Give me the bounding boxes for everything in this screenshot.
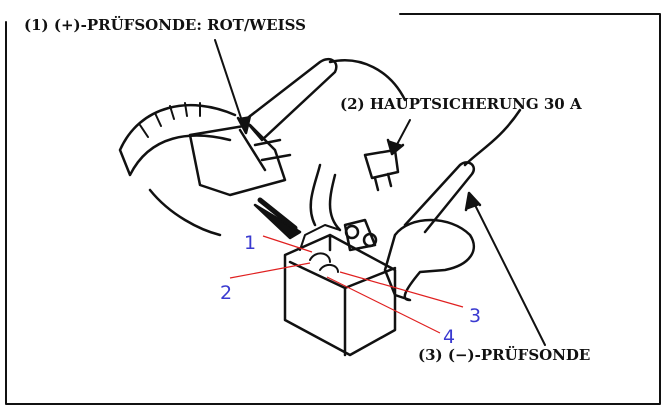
frame xyxy=(5,13,661,405)
plus-probe xyxy=(243,57,407,142)
starter-relay xyxy=(283,233,397,357)
marker-2: 2 xyxy=(220,282,233,304)
label-plus-probe: (1) (+)-PRÜFSONDE: ROT/WEISS xyxy=(24,16,306,34)
marker-1: 1 xyxy=(244,232,257,254)
marker-line-3 xyxy=(339,271,464,308)
marker-lines xyxy=(229,235,464,334)
arrow-plus xyxy=(214,39,246,131)
marker-4: 4 xyxy=(443,326,456,348)
pointer-arrow xyxy=(253,203,302,240)
label-main-fuse: (2) HAUPTSICHERUNG 30 A xyxy=(340,95,582,113)
plus-connector xyxy=(188,123,292,197)
marker-line-1 xyxy=(262,235,313,253)
minus-boot xyxy=(383,218,476,302)
marker-line-2 xyxy=(229,262,311,279)
label-minus-probe: (3) (−)-PRÜFSONDE xyxy=(418,346,591,364)
minus-probe xyxy=(403,108,522,234)
marker-3: 3 xyxy=(469,305,482,327)
main-fuse xyxy=(363,148,400,192)
arrow-minus xyxy=(469,194,546,346)
harness xyxy=(118,103,237,237)
marker-line-4 xyxy=(326,276,441,334)
